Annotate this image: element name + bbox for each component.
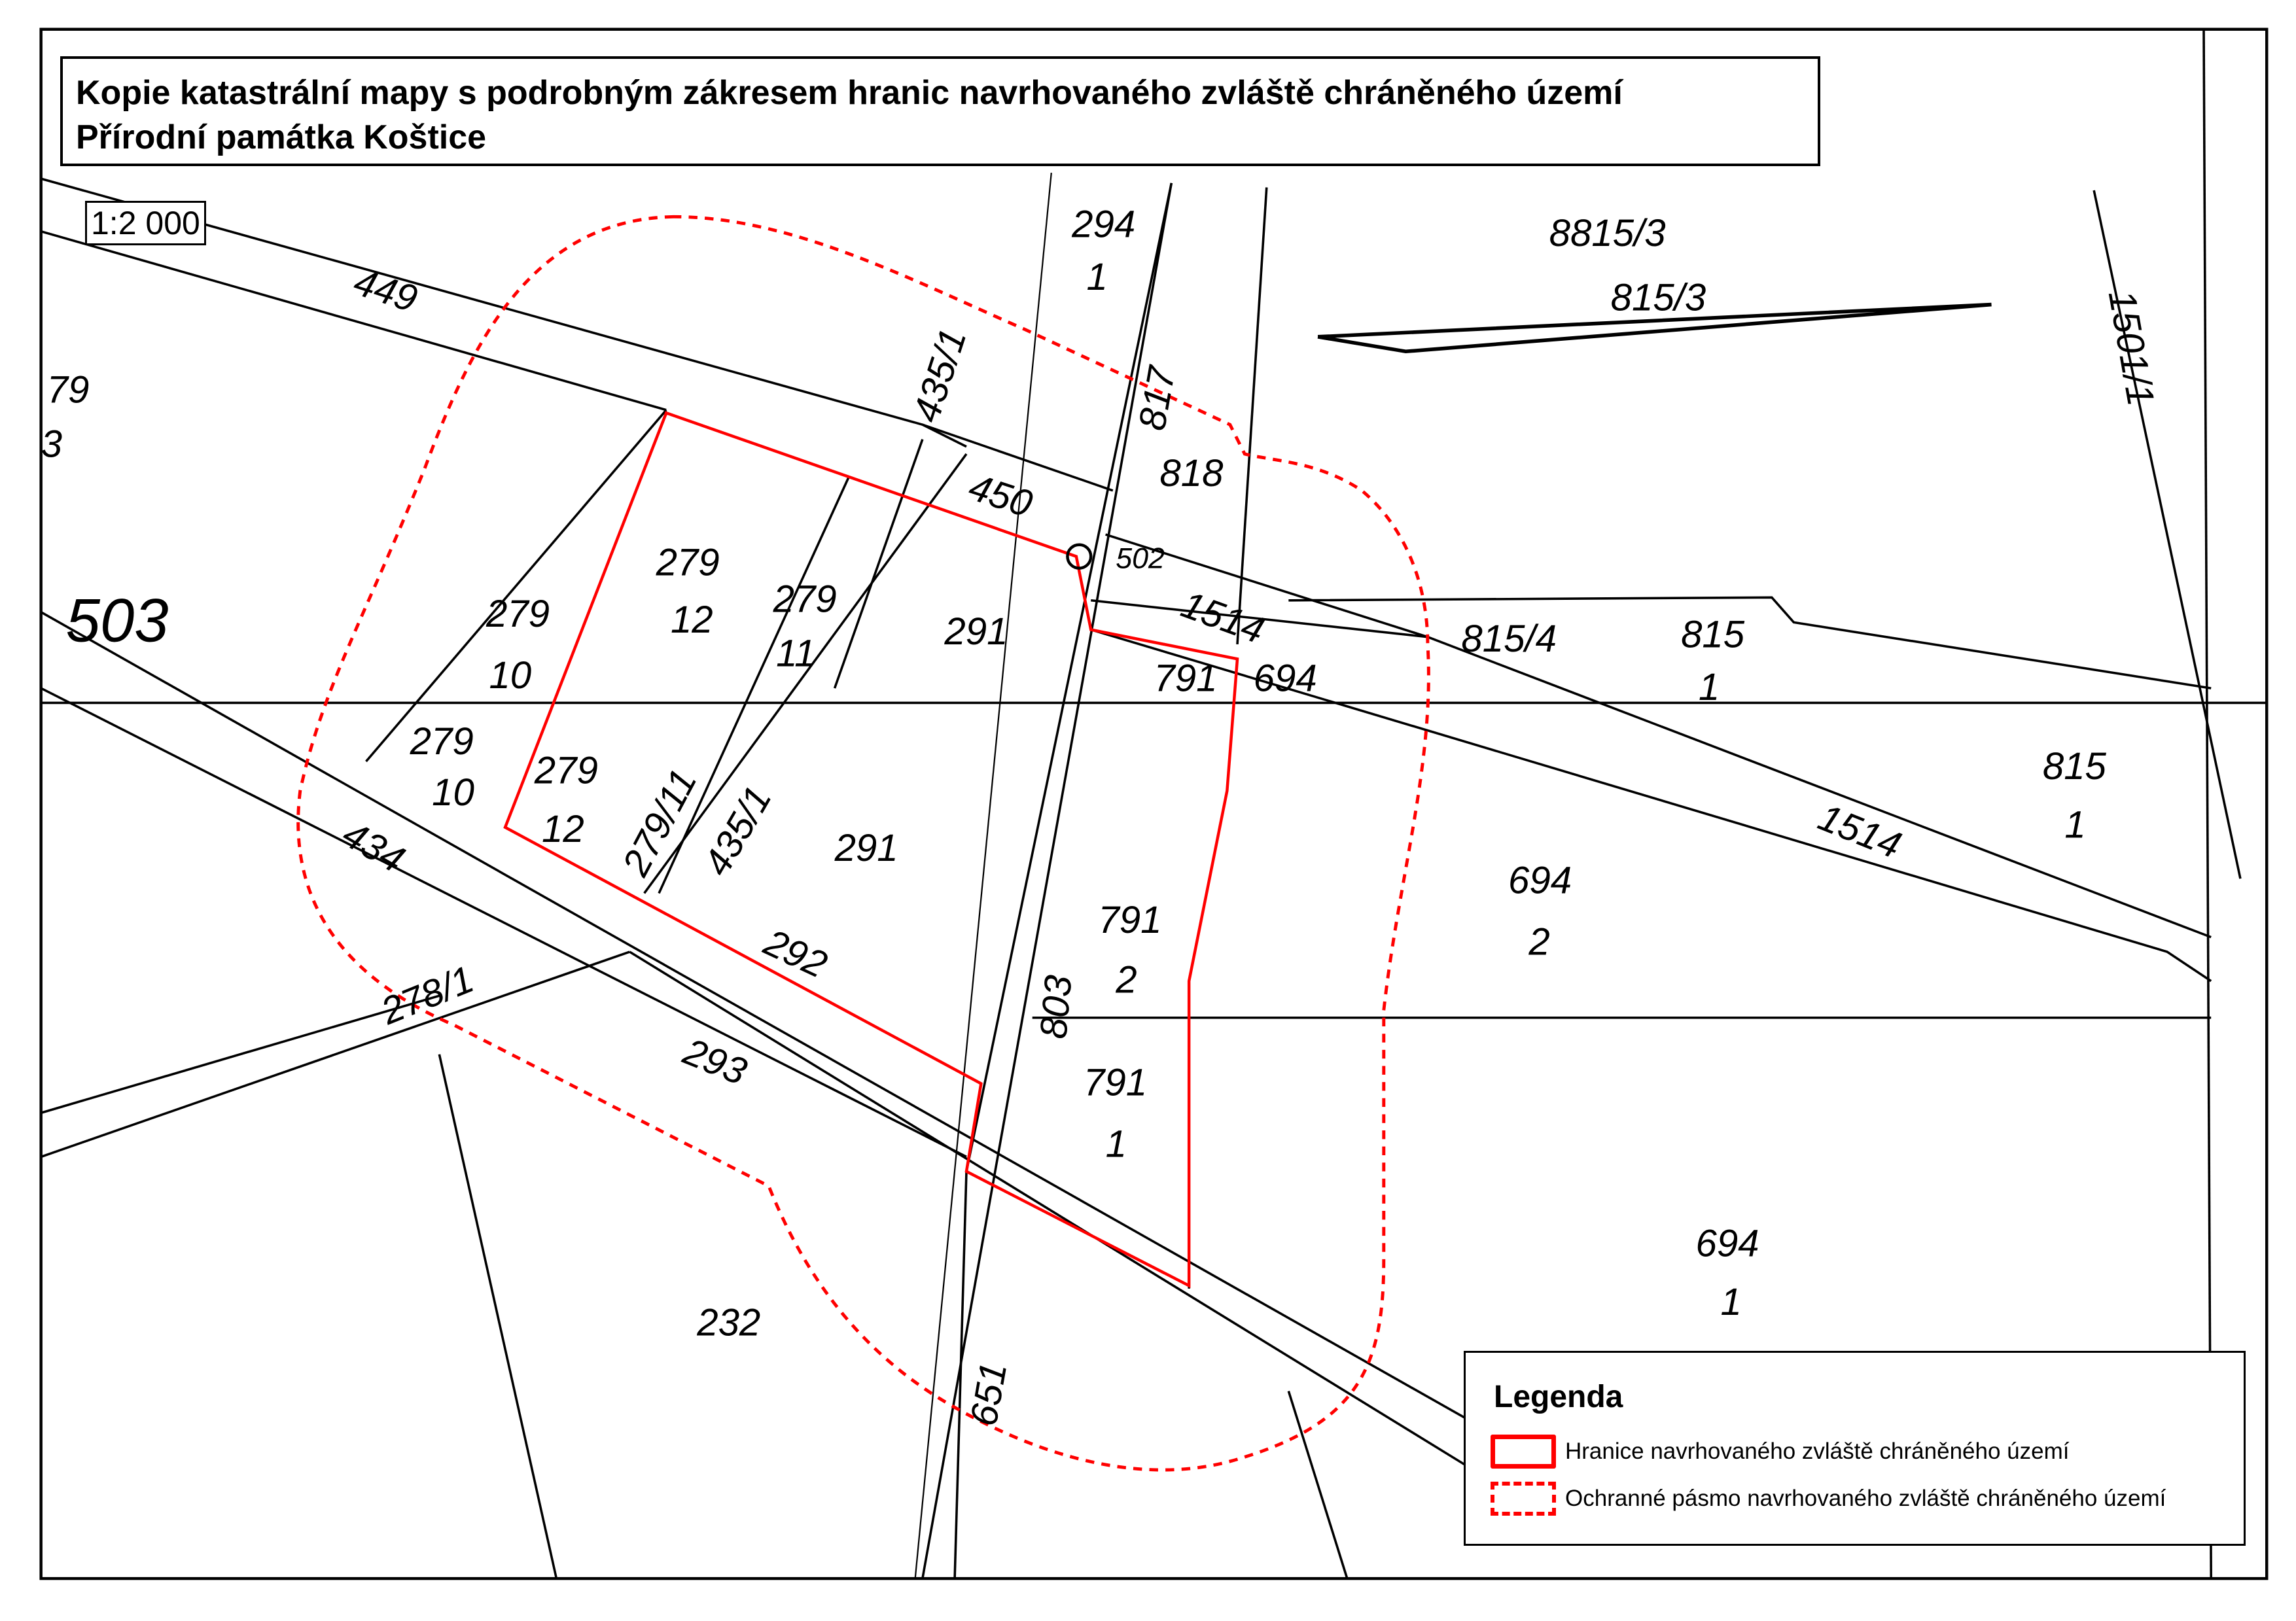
parcel-label: 291	[834, 827, 898, 869]
parcel-label: 818	[1159, 452, 1224, 495]
parcel-label: 815/4	[1461, 618, 1557, 660]
parcel-label: 2	[1528, 920, 1549, 963]
parcel-label: 815	[1681, 613, 1745, 655]
protected-area-boundary	[503, 411, 1239, 1289]
parcel-label: 791	[1098, 899, 1161, 941]
parcel-label: 2	[1115, 959, 1137, 1002]
solid-red-swatch-icon	[1491, 1435, 1556, 1469]
parcel-label: 694	[1695, 1223, 1759, 1265]
legend-label: Hranice navrhovaného zvláště chráněného …	[1565, 1438, 2070, 1464]
parcel-label: 503	[66, 585, 169, 654]
map-subtitle: Přírodní památka Koštice	[76, 118, 487, 156]
parcel-label: 10	[489, 654, 531, 697]
parcel-label: 232	[696, 1301, 760, 1344]
legend-title: Legenda	[1494, 1380, 1623, 1414]
parcel-label: 79	[47, 369, 90, 411]
parcel-label: 694	[1508, 859, 1572, 901]
legend: Legenda Hranice navrhovaného zvláště chr…	[1464, 1351, 2246, 1546]
map-frame	[39, 27, 2269, 1580]
parcel-label: 10	[432, 771, 474, 814]
parcel-label: 1	[1106, 1123, 1127, 1165]
parcel-label: 1	[1721, 1281, 1742, 1323]
buffer-zone-boundary	[296, 215, 1430, 1472]
parcel-label: 291	[944, 610, 1008, 653]
scale-label: 1:2 000	[85, 201, 206, 245]
parcel-label: 11	[776, 633, 815, 675]
parcel-label: 815/3	[1611, 277, 1706, 319]
parcel-label: 694	[1254, 657, 1317, 700]
legend-item-buffer: Ochranné pásmo navrhovaného zvláště chrá…	[1491, 1482, 2166, 1516]
parcel-label: 279	[534, 750, 598, 792]
parcel-label: 279	[773, 578, 837, 621]
parcel-label: 1	[1087, 256, 1108, 298]
parcel-label: 294	[1071, 203, 1135, 246]
parcel-label: 279	[410, 720, 474, 763]
parcel-label: 1	[2064, 803, 2085, 846]
parcel-label: 3	[41, 423, 62, 465]
parcel-label: 8815/3	[1549, 212, 1666, 254]
parcel-label: 12	[542, 808, 584, 850]
legend-label: Ochranné pásmo navrhovaného zvláště chrá…	[1565, 1486, 2166, 1511]
parcel-label: 791	[1154, 657, 1217, 700]
parcel-label: 279	[656, 542, 720, 584]
parcel-label: 791	[1084, 1061, 1147, 1104]
map-title-box: Kopie katastrální mapy s podrobným zákre…	[60, 56, 1820, 166]
parcel-label: 815	[2043, 745, 2107, 788]
parcel-label: 279	[486, 593, 550, 635]
dashed-red-swatch-icon	[1491, 1482, 1556, 1516]
map-title: Kopie katastrální mapy s podrobným zákre…	[76, 74, 1623, 112]
legend-item-boundary: Hranice navrhovaného zvláště chráněného …	[1491, 1435, 2069, 1469]
parcel-label: 803	[1032, 973, 1080, 1040]
parcel-label: 1	[1699, 666, 1720, 708]
parcel-label: 12	[671, 599, 713, 641]
parcel-label: 502	[1116, 542, 1165, 575]
